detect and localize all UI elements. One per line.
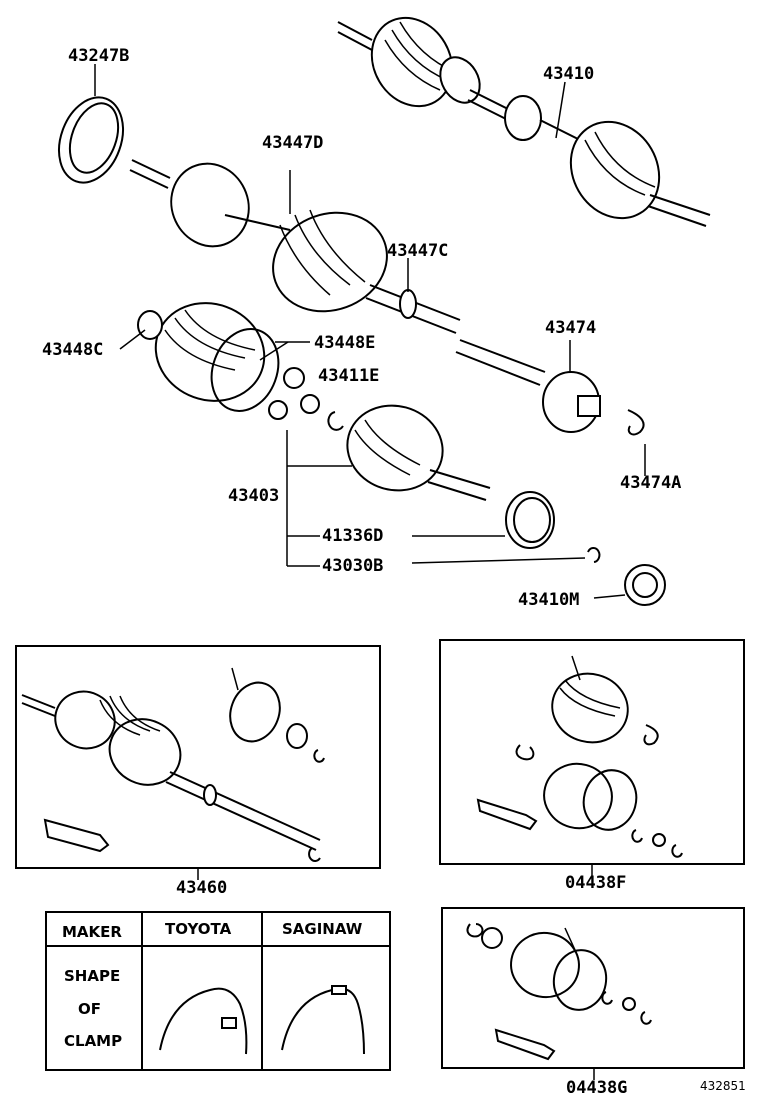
label-43411E: 43411E xyxy=(318,366,379,386)
clamp-shape-table xyxy=(45,911,391,1071)
table-header-saginaw: SAGINAW xyxy=(282,920,363,938)
label-43410: 43410 xyxy=(543,64,594,84)
ring-43247B-drawing xyxy=(58,64,124,184)
label-43403: 43403 xyxy=(228,486,279,506)
label-43448E: 43448E xyxy=(314,333,375,353)
table-row-label-of: OF xyxy=(78,1000,101,1018)
kit-box-43460 xyxy=(15,645,381,880)
table-row-label-shape: SHAPE xyxy=(64,967,120,985)
label-43447C: 43447C xyxy=(387,241,448,261)
label-43030B: 43030B xyxy=(322,556,383,576)
outboard-joint-drawing xyxy=(129,159,546,386)
label-43474A: 43474A xyxy=(620,473,681,493)
label-kit-04438F: 04438F xyxy=(565,873,626,893)
reference-number: 432851 xyxy=(700,1079,746,1093)
label-41336D: 41336D xyxy=(322,526,383,546)
inboard-joint-drawing xyxy=(119,302,666,606)
kit-box-04438F xyxy=(439,639,745,876)
label-kit-43460: 43460 xyxy=(176,878,227,898)
label-43410M: 43410M xyxy=(518,590,579,610)
label-kit-04438G: 04438G xyxy=(566,1078,627,1098)
table-header-maker: MAKER xyxy=(62,923,122,941)
table-header-toyota: TOYOTA xyxy=(165,920,232,938)
kit-box-04438G xyxy=(441,907,745,1080)
label-43448C: 43448C xyxy=(42,340,103,360)
label-43247B: 43247B xyxy=(68,46,129,66)
label-43474: 43474 xyxy=(545,318,596,338)
drive-shaft-assembly-drawing xyxy=(337,16,711,227)
table-row-label-clamp: CLAMP xyxy=(64,1032,122,1050)
label-43447D: 43447D xyxy=(262,133,323,153)
